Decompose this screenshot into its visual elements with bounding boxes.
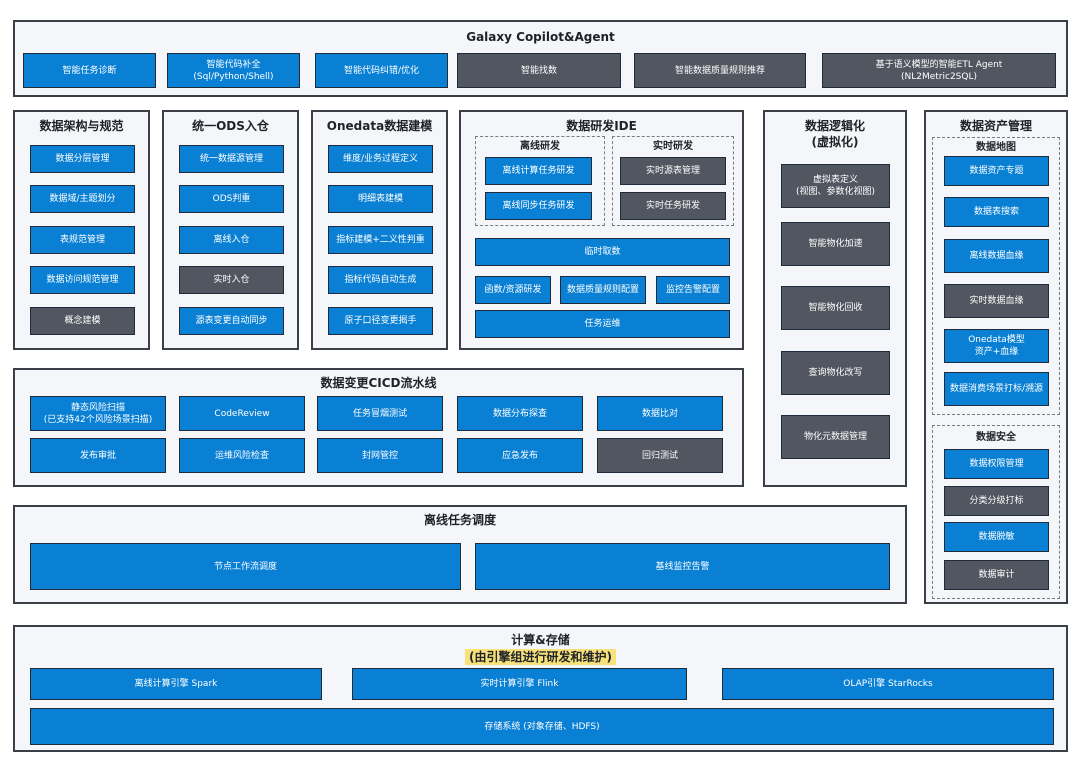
data-map-item[interactable]: 数据资产专题 — [944, 156, 1049, 186]
copilot-item[interactable]: 基于语义模型的智能ETL Agent (NL2Metric2SQL) — [822, 53, 1056, 88]
cicd-panel: 数据变更CICD流水线 静态风险扫描 (已支持42个风险场景扫描) CodeRe… — [13, 368, 744, 487]
logic-panel: 数据逻辑化 (虚拟化) 虚拟表定义 (视图、参数化视图) 智能物化加速 智能物化… — [763, 110, 907, 487]
logic-item[interactable]: 查询物化改写 — [781, 351, 890, 395]
logic-title: 数据逻辑化 (虚拟化) — [804, 119, 865, 149]
copilot-item[interactable]: 智能找数 — [457, 53, 621, 88]
data-map-group: 数据地图 数据资产专题 数据表搜索 离线数据血缘 实时数据血缘 Onedata模… — [932, 137, 1060, 415]
cicd-title: 数据变更CICD流水线 — [320, 376, 437, 390]
realtime-dev-title: 实时研发 — [653, 141, 693, 152]
ods-title: 统一ODS入仓 — [192, 119, 269, 133]
arch-item[interactable]: 数据分层管理 — [30, 145, 135, 173]
data-security-item[interactable]: 数据脱敏 — [944, 522, 1049, 552]
cicd-item[interactable]: 运维风险检查 — [179, 438, 305, 473]
data-map-item[interactable]: 离线数据血缘 — [944, 239, 1049, 273]
ide-title: 数据研发IDE — [566, 119, 637, 133]
ods-item[interactable]: 实时入仓 — [179, 266, 284, 294]
ide-row-item[interactable]: 监控告警配置 — [656, 276, 730, 304]
data-security-item[interactable]: 数据审计 — [944, 560, 1049, 590]
cicd-item[interactable]: 数据比对 — [597, 396, 723, 431]
copilot-item[interactable]: 智能代码补全 (Sql/Python/Shell) — [167, 53, 300, 88]
engine-item[interactable]: 离线计算引擎 Spark — [30, 668, 322, 700]
ide-panel: 数据研发IDE 离线研发 离线计算任务研发 离线同步任务研发 实时研发 实时源表… — [459, 110, 744, 350]
schedule-item[interactable]: 节点工作流调度 — [30, 543, 461, 590]
asset-panel: 数据资产管理 数据地图 数据资产专题 数据表搜索 离线数据血缘 实时数据血缘 O… — [924, 110, 1068, 604]
copilot-title: Galaxy Copilot&Agent — [466, 30, 615, 44]
cicd-item[interactable]: 数据分布探查 — [457, 396, 583, 431]
schedule-title: 离线任务调度 — [423, 513, 496, 527]
onedata-panel: Onedata数据建模 维度/业务过程定义 明细表建模 指标建模+二义性判重 指… — [311, 110, 448, 350]
data-map-title: 数据地图 — [976, 142, 1016, 153]
data-security-item[interactable]: 分类分级打标 — [944, 486, 1049, 516]
arch-item[interactable]: 概念建模 — [30, 307, 135, 335]
asset-title: 数据资产管理 — [959, 119, 1032, 133]
storage-system[interactable]: 存储系统 (对象存储、HDFS) — [30, 708, 1054, 745]
compute-subtitle: (由引擎组进行研发和维护) — [465, 649, 616, 665]
schedule-item[interactable]: 基线监控告警 — [475, 543, 890, 590]
data-security-title: 数据安全 — [976, 432, 1016, 443]
offline-dev-title: 离线研发 — [520, 141, 560, 152]
onedata-item[interactable]: 原子口径变更揭手 — [328, 307, 433, 335]
ide-row-item[interactable]: 数据质量规则配置 — [560, 276, 646, 304]
onedata-item[interactable]: 指标建模+二义性判重 — [328, 226, 433, 254]
copilot-panel: Galaxy Copilot&Agent 智能任务诊断 智能代码补全 (Sql/… — [13, 20, 1068, 97]
compute-subtitle-row: (由引擎组进行研发和维护) — [15, 649, 1066, 665]
compute-title: 计算&存储 — [511, 633, 570, 647]
data-map-item[interactable]: 实时数据血缘 — [944, 284, 1049, 318]
adhoc-query-button[interactable]: 临时取数 — [475, 238, 730, 266]
arch-panel: 数据架构与规范 数据分层管理 数据域/主题划分 表规范管理 数据访问规范管理 概… — [13, 110, 150, 350]
cicd-item[interactable]: CodeReview — [179, 396, 305, 431]
data-map-item[interactable]: Onedata模型 资产+血缘 — [944, 329, 1049, 363]
logic-item[interactable]: 智能物化加速 — [781, 222, 890, 266]
onedata-item[interactable]: 指标代码自动生成 — [328, 266, 433, 294]
logic-item[interactable]: 智能物化回收 — [781, 286, 890, 330]
ods-item[interactable]: ODS判重 — [179, 185, 284, 213]
copilot-item[interactable]: 智能代码纠错/优化 — [315, 53, 448, 88]
offline-dev-group: 离线研发 离线计算任务研发 离线同步任务研发 — [475, 136, 605, 226]
offline-dev-item[interactable]: 离线计算任务研发 — [485, 157, 592, 185]
task-ops-button[interactable]: 任务运维 — [475, 310, 730, 338]
data-map-item[interactable]: 数据消费场景打标/溯源 — [944, 372, 1049, 406]
onedata-title: Onedata数据建模 — [326, 119, 433, 133]
ods-item[interactable]: 统一数据源管理 — [179, 145, 284, 173]
cicd-item[interactable]: 回归测试 — [597, 438, 723, 473]
cicd-item[interactable]: 发布审批 — [30, 438, 166, 473]
schedule-panel: 离线任务调度 节点工作流调度 基线监控告警 — [13, 505, 907, 604]
onedata-item[interactable]: 明细表建模 — [328, 185, 433, 213]
offline-dev-item[interactable]: 离线同步任务研发 — [485, 192, 592, 220]
cicd-item[interactable]: 静态风险扫描 (已支持42个风险场景扫描) — [30, 396, 166, 431]
ods-item[interactable]: 离线入仓 — [179, 226, 284, 254]
data-map-item[interactable]: 数据表搜索 — [944, 197, 1049, 227]
data-security-item[interactable]: 数据权限管理 — [944, 449, 1049, 479]
realtime-dev-item[interactable]: 实时任务研发 — [620, 192, 726, 220]
realtime-dev-group: 实时研发 实时源表管理 实时任务研发 — [612, 136, 734, 226]
arch-title: 数据架构与规范 — [39, 119, 124, 133]
realtime-dev-item[interactable]: 实时源表管理 — [620, 157, 726, 185]
logic-item[interactable]: 虚拟表定义 (视图、参数化视图) — [781, 164, 890, 208]
ods-panel: 统一ODS入仓 统一数据源管理 ODS判重 离线入仓 实时入仓 源表变更自动同步 — [162, 110, 299, 350]
engine-item[interactable]: OLAP引擎 StarRocks — [722, 668, 1054, 700]
copilot-item[interactable]: 智能任务诊断 — [23, 53, 156, 88]
arch-item[interactable]: 数据域/主题划分 — [30, 185, 135, 213]
arch-item[interactable]: 表规范管理 — [30, 226, 135, 254]
arch-item[interactable]: 数据访问规范管理 — [30, 266, 135, 294]
cicd-item[interactable]: 封网管控 — [317, 438, 443, 473]
logic-item[interactable]: 物化元数据管理 — [781, 415, 890, 459]
copilot-item[interactable]: 智能数据质量规则推荐 — [634, 53, 806, 88]
onedata-item[interactable]: 维度/业务过程定义 — [328, 145, 433, 173]
ods-item[interactable]: 源表变更自动同步 — [179, 307, 284, 335]
engine-item[interactable]: 实时计算引擎 Flink — [352, 668, 687, 700]
cicd-item[interactable]: 应急发布 — [457, 438, 583, 473]
data-security-group: 数据安全 数据权限管理 分类分级打标 数据脱敏 数据审计 — [932, 425, 1060, 599]
compute-panel: 计算&存储 (由引擎组进行研发和维护) 离线计算引擎 Spark 实时计算引擎 … — [13, 625, 1068, 752]
ide-row-item[interactable]: 函数/资源研发 — [475, 276, 551, 304]
cicd-item[interactable]: 任务冒烟测试 — [317, 396, 443, 431]
